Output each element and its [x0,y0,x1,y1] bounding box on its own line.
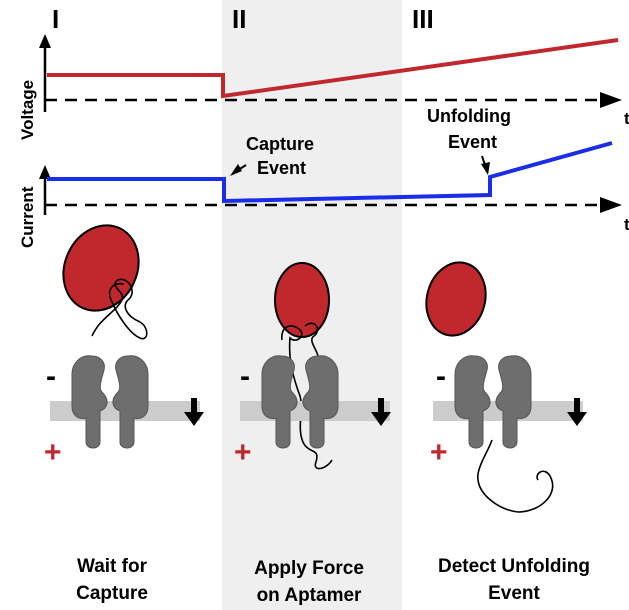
unfolding-event-label-line2: Event [448,132,497,152]
caption-phase-iii-line2: Event [488,583,540,604]
unfolding-event-arrow [481,155,490,175]
current-y-arrowhead [39,165,51,179]
capture-event-arrow [230,164,247,176]
caption-phase-ii-line2: on Aptamer [257,585,362,606]
plus-sign: + [234,436,252,469]
aptamer-strand [281,322,333,470]
protein-icon [425,261,487,337]
voltage-y-arrowhead [39,34,51,48]
aptamer-strand [91,278,148,340]
voltage-plot: Voltage t [18,34,629,140]
plus-sign: + [44,436,62,469]
phase-i-scene: - + [44,224,204,469]
down-arrow-icon [567,398,587,426]
voltage-time-label: t [624,109,629,128]
down-arrow-icon [184,398,204,426]
phase-label-i: I [52,4,59,34]
protein-icon [62,224,140,312]
phase-iii-scene: - + [425,261,587,513]
down-arrow-icon [371,398,391,426]
phase-label-iii: III [412,4,434,34]
current-time-label: t [624,215,629,234]
aptamer-strand [477,439,554,513]
protein-icon [274,262,330,338]
voltage-trace [47,38,619,99]
current-x-arrowhead [600,197,622,213]
minus-sign: - [240,360,250,393]
current-plot: Current t [18,141,629,248]
unfolding-event-label-line1: Unfolding [427,106,511,126]
capture-event-label-line2: Event [257,158,306,178]
caption-phase-ii-line1: Apply Force [254,558,364,579]
capture-event-label-line1: Capture [246,134,314,154]
phase-ii-scene: - + [234,262,391,470]
minus-sign: - [436,360,446,393]
caption-phase-i-line1: Wait for [77,556,148,577]
current-axis-label: Current [18,186,37,248]
voltage-x-arrowhead [600,92,622,108]
minus-sign: - [46,360,56,393]
caption-phase-i-line2: Capture [76,583,148,604]
phase-label-ii: II [232,4,246,34]
voltage-axis-label: Voltage [18,80,37,140]
plus-sign: + [430,436,448,469]
current-trace [47,141,613,204]
caption-phase-iii-line1: Detect Unfolding [438,556,590,577]
